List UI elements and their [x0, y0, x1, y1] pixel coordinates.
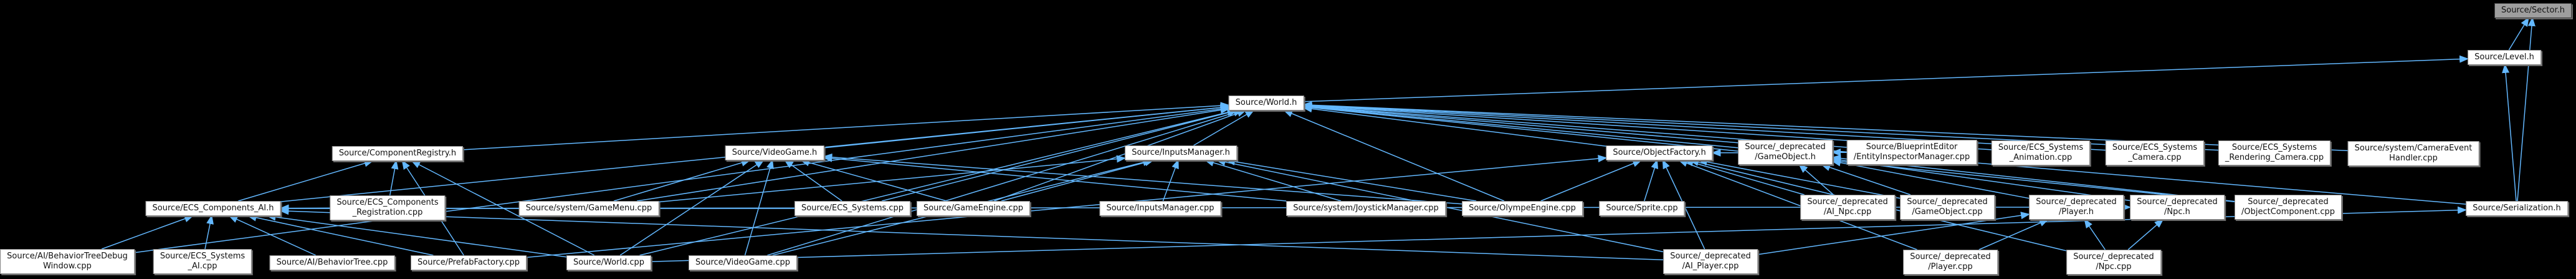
node-serialization_h[interactable]: Source/Serialization.h — [2466, 201, 2568, 216]
node-sprite_cpp[interactable]: Source/Sprite.cpp — [1599, 201, 1685, 216]
node-olympeengine_cpp[interactable]: Source/OlympeEngine.cpp — [1462, 201, 1583, 216]
node-ecs_systems_rendering_camera_cpp[interactable]: Source/ECS_Systems _Rendering_Camera.cpp — [2218, 140, 2331, 165]
node-joystickmanager_cpp[interactable]: Source/system/JoystickManager.cpp — [1286, 201, 1446, 216]
node-component_registry_h[interactable]: Source/ComponentRegistry.h — [332, 146, 464, 161]
node-prefabfactory_cpp[interactable]: Source/PrefabFactory.cpp — [411, 255, 527, 270]
node-ai_npc_cpp[interactable]: Source/_deprecated /AI_Npc.cpp — [1800, 195, 1895, 220]
edge-ai_player_cpp-to-ecs_components_ai_h — [279, 207, 1664, 261]
edge-gamemenu_cpp-to-videogame_h — [613, 159, 751, 202]
node-npc_cpp[interactable]: Source/_deprecated /Npc.cpp — [2066, 250, 2161, 275]
node-videogame_h[interactable]: Source/VideoGame.h — [725, 145, 824, 160]
edge-npc_h-to-gameobject_h — [1831, 156, 2130, 202]
edge-gamemenu_cpp-to-inputsmanager_h — [659, 155, 1127, 203]
edge-player_cpp-to-player_h — [1978, 219, 2049, 250]
node-camera_event_handler_cpp[interactable]: Source/system/CameraEvent Handler.cpp — [2347, 141, 2479, 166]
edge-joystickmanager_cpp-to-videogame_h — [823, 154, 1287, 202]
node-gameengine_cpp[interactable]: Source/GameEngine.cpp — [916, 201, 1031, 216]
edge-videogame_cpp-to-world_h — [767, 109, 1243, 256]
node-blueprint_inspector_cpp[interactable]: Source/BlueprintEditor /EntityInspectorM… — [1846, 140, 1977, 165]
edge-objectfactory_h-to-world_h — [1302, 105, 1606, 147]
node-ecs_systems_animation_cpp[interactable]: Source/ECS_Systems _Animation.cpp — [1991, 140, 2091, 165]
node-npc_h[interactable]: Source/_deprecated /Npc.h — [2130, 195, 2225, 220]
edge-ecs_systems_cpp-to-world_h — [881, 109, 1238, 202]
edge-npc_cpp-to-player_h — [2084, 218, 2106, 250]
edge-olympeengine_cpp-to-videogame_h — [823, 153, 1462, 205]
node-objectcomponent_cpp[interactable]: Source/_deprecated /ObjectComponent.cpp — [2235, 195, 2342, 220]
edge-olympeengine_cpp-to-inputsmanager_h — [1225, 158, 1477, 202]
edge-olympeengine_cpp-to-objectfactory_h — [1540, 160, 1643, 202]
node-ecs_systems_cpp[interactable]: Source/ECS_Systems.cpp — [794, 201, 911, 216]
node-ecs_components_ai_h[interactable]: Source/ECS_Components_AI.h — [145, 201, 281, 216]
edge-inputsmanager_cpp-to-inputsmanager_h — [1162, 159, 1179, 202]
node-behaviortree_debug_window_cpp[interactable]: Source/AI/BehaviorTreeDebug Window.cpp — [0, 249, 135, 274]
edge-serialization_h-to-level_h — [2502, 63, 2517, 202]
node-inputsmanager_cpp[interactable]: Source/InputsManager.cpp — [1099, 201, 1221, 216]
node-gamemenu_cpp[interactable]: Source/system/GameMenu.cpp — [518, 201, 659, 216]
edge-npc_cpp-to-npc_h — [2127, 218, 2164, 250]
edge-gameobject_cpp-to-gameobject_h — [1821, 164, 1911, 195]
node-objectfactory_h[interactable]: Source/ObjectFactory.h — [1606, 145, 1713, 160]
node-world_h[interactable]: Source/World.h — [1228, 95, 1304, 110]
edge-gamemenu_cpp-to-world_h — [637, 106, 1230, 202]
edge-ai_player_cpp-to-player_h — [1757, 212, 2031, 255]
node-gameobject_h[interactable]: Source/_deprecated /GameObject.h — [1738, 140, 1833, 165]
edge-ecs_components_ai_h-to-component_registry_h — [238, 159, 374, 202]
node-videogame_cpp[interactable]: Source/VideoGame.cpp — [689, 255, 797, 270]
edge-gameobject_cpp-to-objectfactory_h — [1697, 158, 1901, 199]
edge-gameengine_cpp-to-videogame_h — [799, 159, 947, 202]
edge-level_h-to-sector_h — [2508, 17, 2529, 51]
edge-world_cpp-to-world_h — [639, 109, 1237, 256]
edge-component_registry_h-to-world_h — [462, 102, 1230, 150]
node-sector_h[interactable]: Source/Sector.h — [2494, 3, 2572, 18]
edge-sprite_cpp-to-objectfactory_h — [1644, 159, 1659, 202]
edge-world_h-to-level_h — [1304, 55, 2469, 102]
edge-olympeengine_cpp-to-world_h — [1283, 110, 1505, 202]
edge-world_cpp-to-ecs_components_ai_h — [266, 213, 567, 258]
edge-ecs_components_registration_cpp-to-component_registry_h — [389, 159, 399, 196]
node-ecs_systems_camera_cpp[interactable]: Source/ECS_Systems _Camera.cpp — [2105, 140, 2205, 165]
node-gameobject_cpp[interactable]: Source/_deprecated /GameObject.cpp — [1900, 195, 1995, 220]
node-ecs_systems_ai_cpp[interactable]: Source/ECS_Systems _AI.cpp — [153, 249, 252, 274]
edge-prefabfactory_cpp-to-ecs_components_ai_h — [247, 213, 434, 256]
edge-gameobject_h-to-world_h — [1302, 103, 1739, 149]
node-level_h[interactable]: Source/Level.h — [2468, 50, 2541, 65]
edge-behaviortree_debug_window_cpp-to-ecs_components_ai_h — [101, 215, 194, 250]
node-player_h[interactable]: Source/_deprecated /Player.h — [2029, 195, 2124, 220]
edge-ai_npc_cpp-to-objectfactory_h — [1684, 159, 1805, 195]
edge-ecs_systems_cpp-to-videogame_h — [784, 159, 842, 202]
node-player_cpp[interactable]: Source/_deprecated /Player.cpp — [1903, 250, 1998, 275]
node-world_cpp[interactable]: Source/World.cpp — [566, 255, 652, 270]
node-behaviortree_cpp[interactable]: Source/AI/BehaviorTree.cpp — [269, 255, 395, 270]
edge-ecs_systems_camera_cpp-to-world_h — [1302, 102, 2106, 151]
edge-behaviortree_cpp-to-ecs_components_ai_h — [228, 215, 317, 256]
edge-ecs_systems_ai_cpp-to-ecs_components_ai_h — [204, 214, 214, 250]
edge-ai_npc_cpp-to-gameobject_h — [1798, 164, 1834, 195]
edge-player_h-to-gameobject_h — [1831, 159, 2030, 199]
edge-objectcomponent_cpp-to-gameobject_h — [1831, 154, 2235, 202]
edge-gameengine_cpp-to-inputsmanager_h — [1001, 159, 1155, 202]
node-inputsmanager_h[interactable]: Source/InputsManager.h — [1125, 145, 1237, 160]
edge-joystickmanager_cpp-to-inputsmanager_h — [1204, 159, 1342, 202]
edge-serialization_h-to-sector_h — [2517, 16, 2535, 202]
node-ecs_components_registration_cpp[interactable]: Source/ECS_Components _Registration.cpp — [330, 195, 446, 220]
edge-player_cpp-to-objectfactory_h — [1678, 159, 1917, 250]
node-ai_player_cpp[interactable]: Source/_deprecated /AI_Player.cpp — [1663, 249, 1758, 274]
